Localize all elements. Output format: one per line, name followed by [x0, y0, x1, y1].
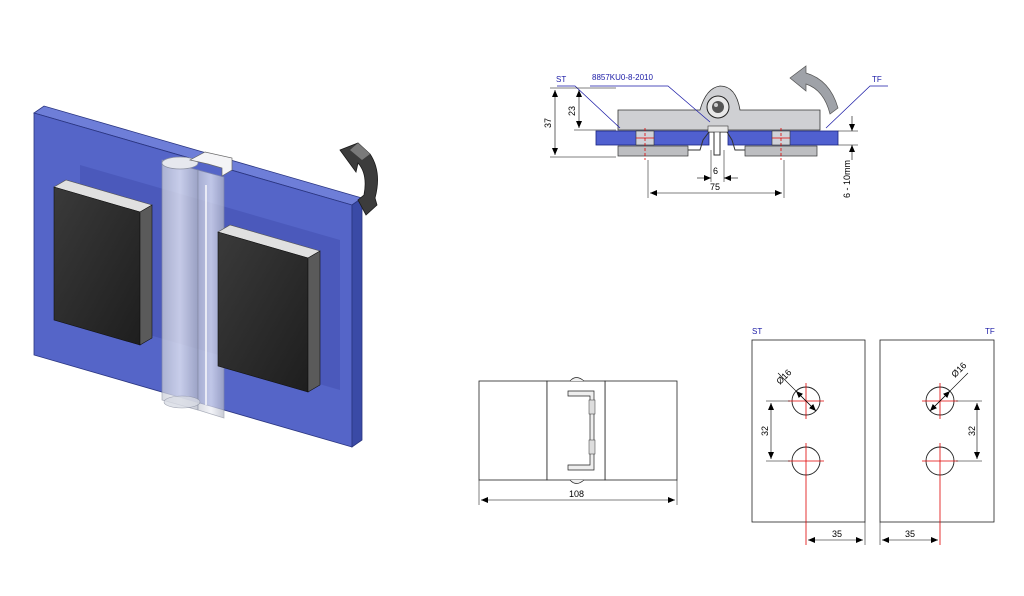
isometric-view: [33, 105, 378, 448]
elevation-right-plate: [604, 380, 678, 481]
section-view: ST 8857KU0-8-2010 TF 37 23 6 - 10mm 6 75: [543, 65, 888, 198]
rotation-arrow-icon: [339, 142, 378, 216]
lower-plate-st: [617, 145, 689, 157]
dim-glass-range: 6 - 10mm: [842, 160, 852, 198]
open-direction-arrow-icon: [789, 65, 839, 115]
hinge-barrel-bottom: [163, 395, 201, 409]
dim-height-37: 37: [543, 118, 553, 128]
left-clamp-front: [53, 186, 141, 346]
dim-offset-tf: 35: [905, 529, 915, 539]
label-part-number: 8857KU0-8-2010: [592, 73, 653, 82]
glass-cutouts: ST Ø16 32 35 TF Ø16 32 35: [751, 327, 995, 545]
dim-offset-st: 35: [832, 529, 842, 539]
dim-gap-6: 6: [713, 166, 718, 176]
left-clamp-side: [139, 204, 153, 346]
elevation-left-plate: [478, 380, 548, 481]
hinge-barrel-back: [161, 159, 199, 411]
glass-panel-side-edge: [351, 197, 363, 448]
label-st-section: ST: [556, 75, 566, 84]
dim-pitch-tf: 32: [967, 426, 977, 436]
elevation-hinge-body: [546, 380, 606, 481]
dim-height-23: 23: [567, 106, 577, 116]
label-st-plate: ST: [752, 327, 762, 336]
right-clamp-side: [307, 250, 321, 393]
dim-pitch-st: 32: [760, 426, 770, 436]
cutout-plate-st: [751, 339, 866, 523]
label-tf-plate: TF: [985, 327, 995, 336]
dim-total-108: 108: [569, 489, 584, 499]
right-clamp-front: [217, 231, 309, 393]
label-tf-section: TF: [872, 75, 882, 84]
hinge-barrel-top: [161, 156, 199, 170]
hinge-pin-clip: [189, 151, 233, 177]
front-elevation: 108: [478, 377, 678, 505]
dim-width-75: 75: [710, 182, 720, 192]
